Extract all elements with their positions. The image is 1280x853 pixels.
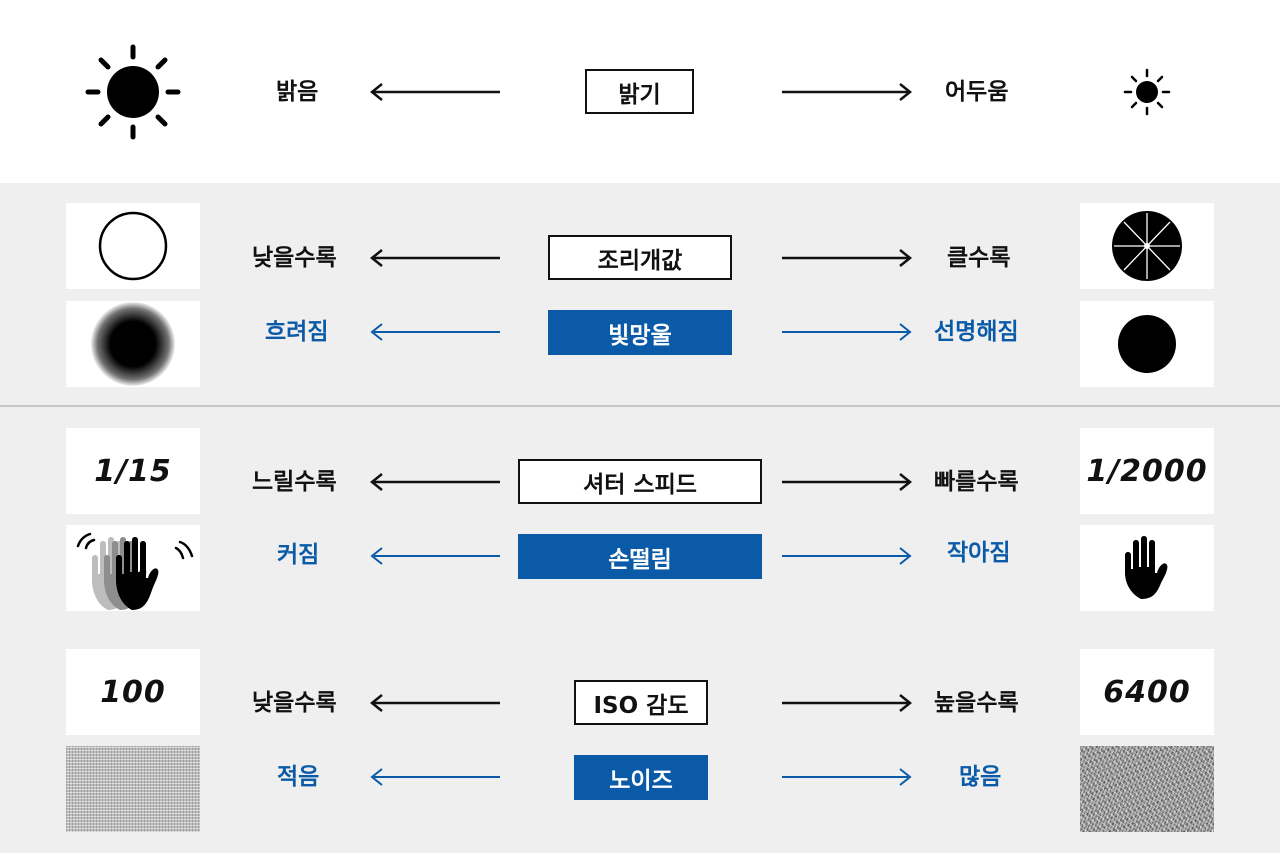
shutter-section (0, 407, 1280, 629)
arrow-left-bokeh (370, 323, 500, 341)
brightness-center-box: 밝기 (585, 69, 694, 114)
brightness-right-label: 어두움 (945, 79, 1009, 105)
shutter-left-label: 느릴수록 (252, 469, 337, 495)
iso-low-value-tile: 100 (66, 649, 200, 735)
shutter-slow-value: 1/15 (94, 453, 172, 489)
shake-right-label: 작아짐 (947, 540, 1011, 566)
shutter-right-label: 빠를수록 (934, 469, 1019, 495)
shake-center-box: 손떨림 (518, 534, 762, 579)
section-divider (0, 405, 1280, 407)
iso-left-label: 낮을수록 (252, 690, 337, 716)
high-noise-texture (1080, 746, 1214, 832)
shaking-hand-icon (66, 525, 200, 611)
iso-section (0, 629, 1280, 853)
arrow-right-aperture (782, 249, 913, 267)
arrow-left-iso (369, 694, 500, 712)
sharp-dot-icon (1080, 301, 1214, 387)
shake-left-label: 커짐 (277, 542, 320, 568)
aperture-left-label: 낮을수록 (252, 245, 337, 271)
blurry-dot-icon (66, 301, 200, 387)
iso-high-value-tile: 6400 (1080, 649, 1214, 735)
aperture-center-box: 조리개값 (548, 235, 732, 280)
aperture-right-label: 클수록 (947, 245, 1011, 271)
iso-low-value: 100 (100, 674, 166, 710)
bokeh-right-label: 선명해짐 (934, 319, 1019, 345)
open-aperture-icon (66, 203, 200, 289)
shutter-slow-value-tile: 1/15 (66, 428, 200, 514)
bokeh-left-label: 흐려짐 (265, 319, 329, 345)
arrow-right-shutter (782, 473, 913, 491)
arrow-right-iso (782, 694, 913, 712)
bokeh-center-box: 빛망울 (548, 310, 732, 355)
arrow-right-noise (782, 768, 912, 786)
arrow-left-noise (370, 768, 500, 786)
small-sun-icon (1080, 36, 1214, 148)
iso-right-label: 높을수록 (934, 690, 1019, 716)
large-sun-icon (66, 36, 200, 148)
iso-high-value: 6400 (1103, 674, 1191, 710)
closed-aperture-icon (1080, 203, 1214, 289)
arrow-right-shake (782, 547, 912, 565)
shutter-fast-value-tile: 1/2000 (1080, 428, 1214, 514)
noise-right-label: 많음 (959, 764, 1002, 790)
arrow-left-brightness (369, 83, 500, 101)
aperture-section (0, 183, 1280, 406)
noise-left-label: 적음 (277, 764, 320, 790)
shutter-center-box: 셔터 스피드 (518, 459, 762, 504)
arrow-right-bokeh (782, 323, 912, 341)
iso-center-box: ISO 감도 (574, 680, 708, 725)
noise-center-box: 노이즈 (574, 755, 708, 800)
arrow-left-shutter (369, 473, 500, 491)
brightness-left-label: 밝음 (276, 79, 319, 105)
shutter-fast-value: 1/2000 (1086, 453, 1208, 489)
arrow-left-aperture (369, 249, 500, 267)
arrow-right-brightness (782, 83, 913, 101)
low-noise-texture (66, 746, 200, 832)
arrow-left-shake (370, 547, 500, 565)
steady-hand-icon (1080, 525, 1214, 611)
